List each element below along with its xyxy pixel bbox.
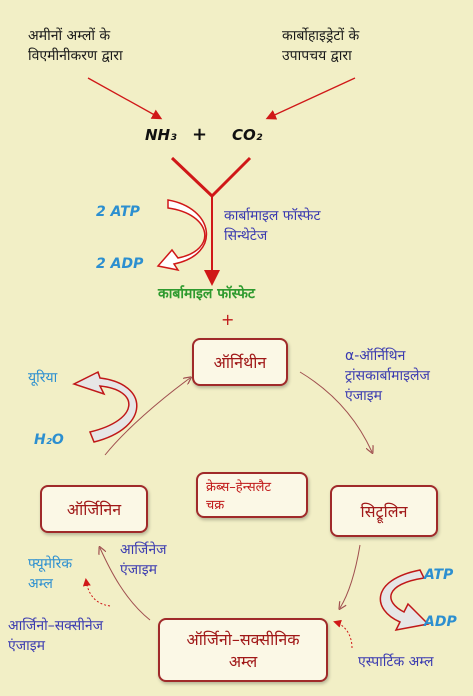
urea-label: यूरिया bbox=[28, 370, 58, 386]
krebs-line2: चक्र bbox=[206, 498, 225, 513]
atp-curve-arrow-1 bbox=[156, 199, 207, 272]
enzyme3-line1: आर्जिनेज bbox=[120, 542, 167, 558]
enzyme2-line2: ट्रांसकार्बामाइलेज bbox=[345, 368, 430, 384]
fumaric-line2: अम्ल bbox=[28, 576, 53, 592]
arrow-to-fumaric bbox=[82, 578, 111, 607]
arrow-from-aspartic bbox=[333, 619, 353, 649]
source-right-line2: उपापचय द्वारा bbox=[282, 48, 352, 64]
enzyme4-line2: एंजाइम bbox=[8, 638, 46, 654]
enzyme3-line2: एंजाइम bbox=[120, 562, 158, 578]
node-citrulline: सिट्रूलिन bbox=[330, 485, 438, 537]
argsucc-line2: अम्ल bbox=[228, 652, 258, 671]
water-label: H₂O bbox=[34, 432, 64, 448]
plus-product: + bbox=[221, 310, 235, 329]
atp-label-1: 2 ATP bbox=[96, 204, 140, 220]
product-carbamoyl-phosphate: कार्बामाइल फॉस्फेट bbox=[158, 286, 255, 302]
co2-label: CO₂ bbox=[232, 126, 263, 144]
arrow-argsucc-to-arginine bbox=[100, 548, 151, 621]
arrow-left-source bbox=[87, 77, 163, 120]
arrow-arginine-to-ornithine bbox=[104, 378, 190, 456]
source-right-line1: कार्बोहाइड्रेटों के bbox=[282, 28, 360, 44]
node-krebs-cycle: क्रेब्स–हेन्सलैट चक्र bbox=[196, 472, 308, 518]
y-left-arm bbox=[170, 156, 214, 198]
atp-curve-arrow-2 bbox=[379, 569, 430, 632]
enzyme4-line1: आर्जिनो–सक्सीनेज bbox=[8, 618, 103, 634]
arrow-ornithine-to-citrulline bbox=[299, 371, 372, 452]
node-argininosuccinic-acid: ऑर्जिनो–सक्सीनिक अम्ल bbox=[158, 618, 328, 682]
enzyme1-line2: सिन्थेटेज bbox=[224, 228, 268, 244]
krebs-line1: क्रेब्स–हेन्सलैट bbox=[206, 480, 272, 495]
arrow-right-source bbox=[265, 77, 356, 120]
atp-label-2: ATP bbox=[424, 567, 454, 583]
y-right-arm bbox=[210, 156, 252, 198]
node-ornithine: ऑर्निथीन bbox=[192, 338, 288, 386]
node-arginine: ऑर्जिनिन bbox=[40, 485, 148, 533]
source-left-line2: विएमीनीकरण द्वारा bbox=[28, 48, 123, 64]
source-left-line1: अमीनों अम्लों के bbox=[28, 28, 111, 44]
plus-reactants: + bbox=[192, 124, 208, 145]
fumaric-line1: फ्यूमेरिक bbox=[28, 556, 73, 572]
enzyme2-line1: α-ऑर्निथिन bbox=[345, 348, 406, 364]
enzyme1-line1: कार्बामाइल फॉस्फेट bbox=[224, 208, 321, 224]
argsucc-line1: ऑर्जिनो–सक्सीनिक bbox=[186, 630, 300, 649]
adp-label-1: 2 ADP bbox=[96, 256, 144, 272]
arrow-argsucc-to-citrulline-side bbox=[340, 544, 361, 608]
urea-curve-arrow bbox=[72, 370, 138, 443]
enzyme2-line3: एंजाइम bbox=[345, 388, 383, 404]
nh3-label: NH₃ bbox=[145, 126, 177, 144]
aspartic-acid-label: एस्पार्टिक अम्ल bbox=[358, 654, 434, 670]
adp-label-2: ADP bbox=[424, 614, 457, 630]
